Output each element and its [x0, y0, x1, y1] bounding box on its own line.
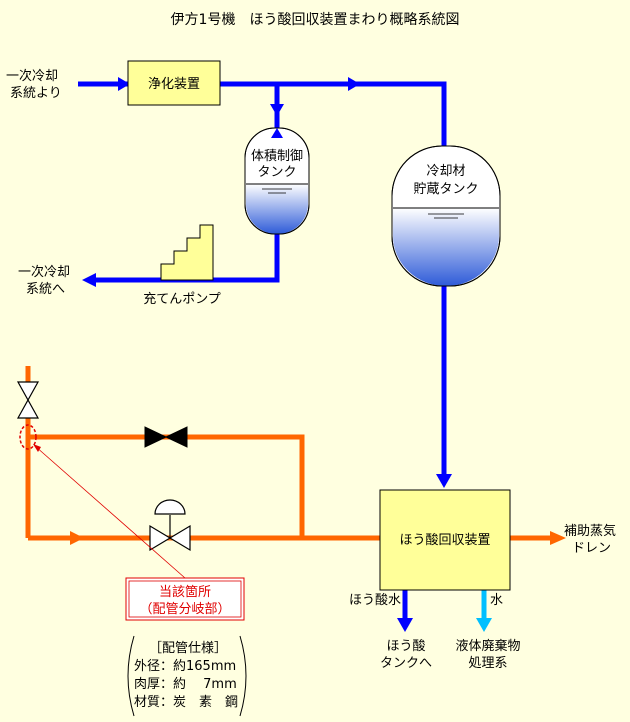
diagram-title: 伊方1号機 ほう酸回収装置まわり概略系統図 — [171, 12, 460, 28]
spec-thickness: 肉厚：約 7mm — [134, 677, 237, 692]
boric-tank-label-1: ほう酸 — [386, 639, 425, 654]
steam-drain-label-2: ドレン — [572, 541, 611, 556]
boric-water-label: ほう酸水 — [349, 593, 401, 608]
arrow-icon — [476, 618, 492, 632]
spray-nozzle-icon — [271, 128, 283, 138]
arrow-icon — [397, 618, 413, 632]
branch-point-marker — [19, 424, 37, 450]
arrow-icon — [70, 531, 84, 545]
purifier-label: 浄化装置 — [148, 77, 200, 92]
hold-tank-label-1: 冷却材 — [426, 164, 465, 179]
recovery-unit-box — [379, 489, 511, 591]
coolant-hold-tank — [391, 145, 501, 287]
vct-label-1: 体積制御 — [251, 149, 303, 164]
steam-drain-label-1: 補助蒸気 — [564, 523, 616, 539]
charging-pump-icon — [160, 224, 214, 281]
spec-material: 材質：炭 素 鋼 — [134, 695, 238, 710]
arrow-icon — [348, 77, 360, 91]
recovery-unit-label: ほう酸回収装置 — [399, 533, 490, 548]
arrow-icon — [436, 474, 452, 488]
arrow-icon — [550, 531, 566, 545]
gate-valve-vertical — [16, 381, 40, 419]
water-label: 水 — [490, 593, 503, 608]
volume-control-tank — [244, 127, 310, 235]
spec-bracket-left — [127, 635, 135, 717]
bypass-valve — [144, 426, 188, 448]
spec-bracket-right — [239, 635, 247, 717]
to-primary-label-2: 系統へ — [26, 282, 65, 297]
spec-outer-diameter: 外径：約165mm — [134, 659, 236, 674]
from-primary-label-2: 系統より — [10, 86, 62, 101]
arrow-icon — [33, 444, 41, 452]
boric-tank-label-2: タンクへ — [380, 656, 432, 671]
location-box — [125, 577, 245, 621]
arrow-icon — [82, 273, 96, 287]
purifier-box — [127, 60, 221, 106]
location-label-1: 当該箇所 — [159, 584, 211, 600]
liquid-waste-label-1: 液体廃棄物 — [455, 638, 520, 654]
charging-pump-label: 充てんポンプ — [143, 291, 221, 307]
coolant-lines — [78, 81, 447, 622]
spec-title: ［配管仕様］ — [149, 641, 227, 656]
liquid-waste-label-2: 処理系 — [468, 656, 507, 671]
to-primary-label-1: 一次冷却 — [18, 264, 70, 280]
annotation-line — [34, 445, 186, 579]
hold-tank-label-2: 貯蔵タンク — [413, 182, 478, 197]
vct-label-2: タンク — [257, 165, 296, 180]
arrow-icon — [118, 77, 130, 91]
from-primary-label-1: 一次冷却 — [6, 68, 58, 84]
control-valve — [149, 499, 191, 552]
location-label-2: （配管分岐部） — [139, 602, 230, 617]
arrow-icon — [270, 104, 284, 116]
